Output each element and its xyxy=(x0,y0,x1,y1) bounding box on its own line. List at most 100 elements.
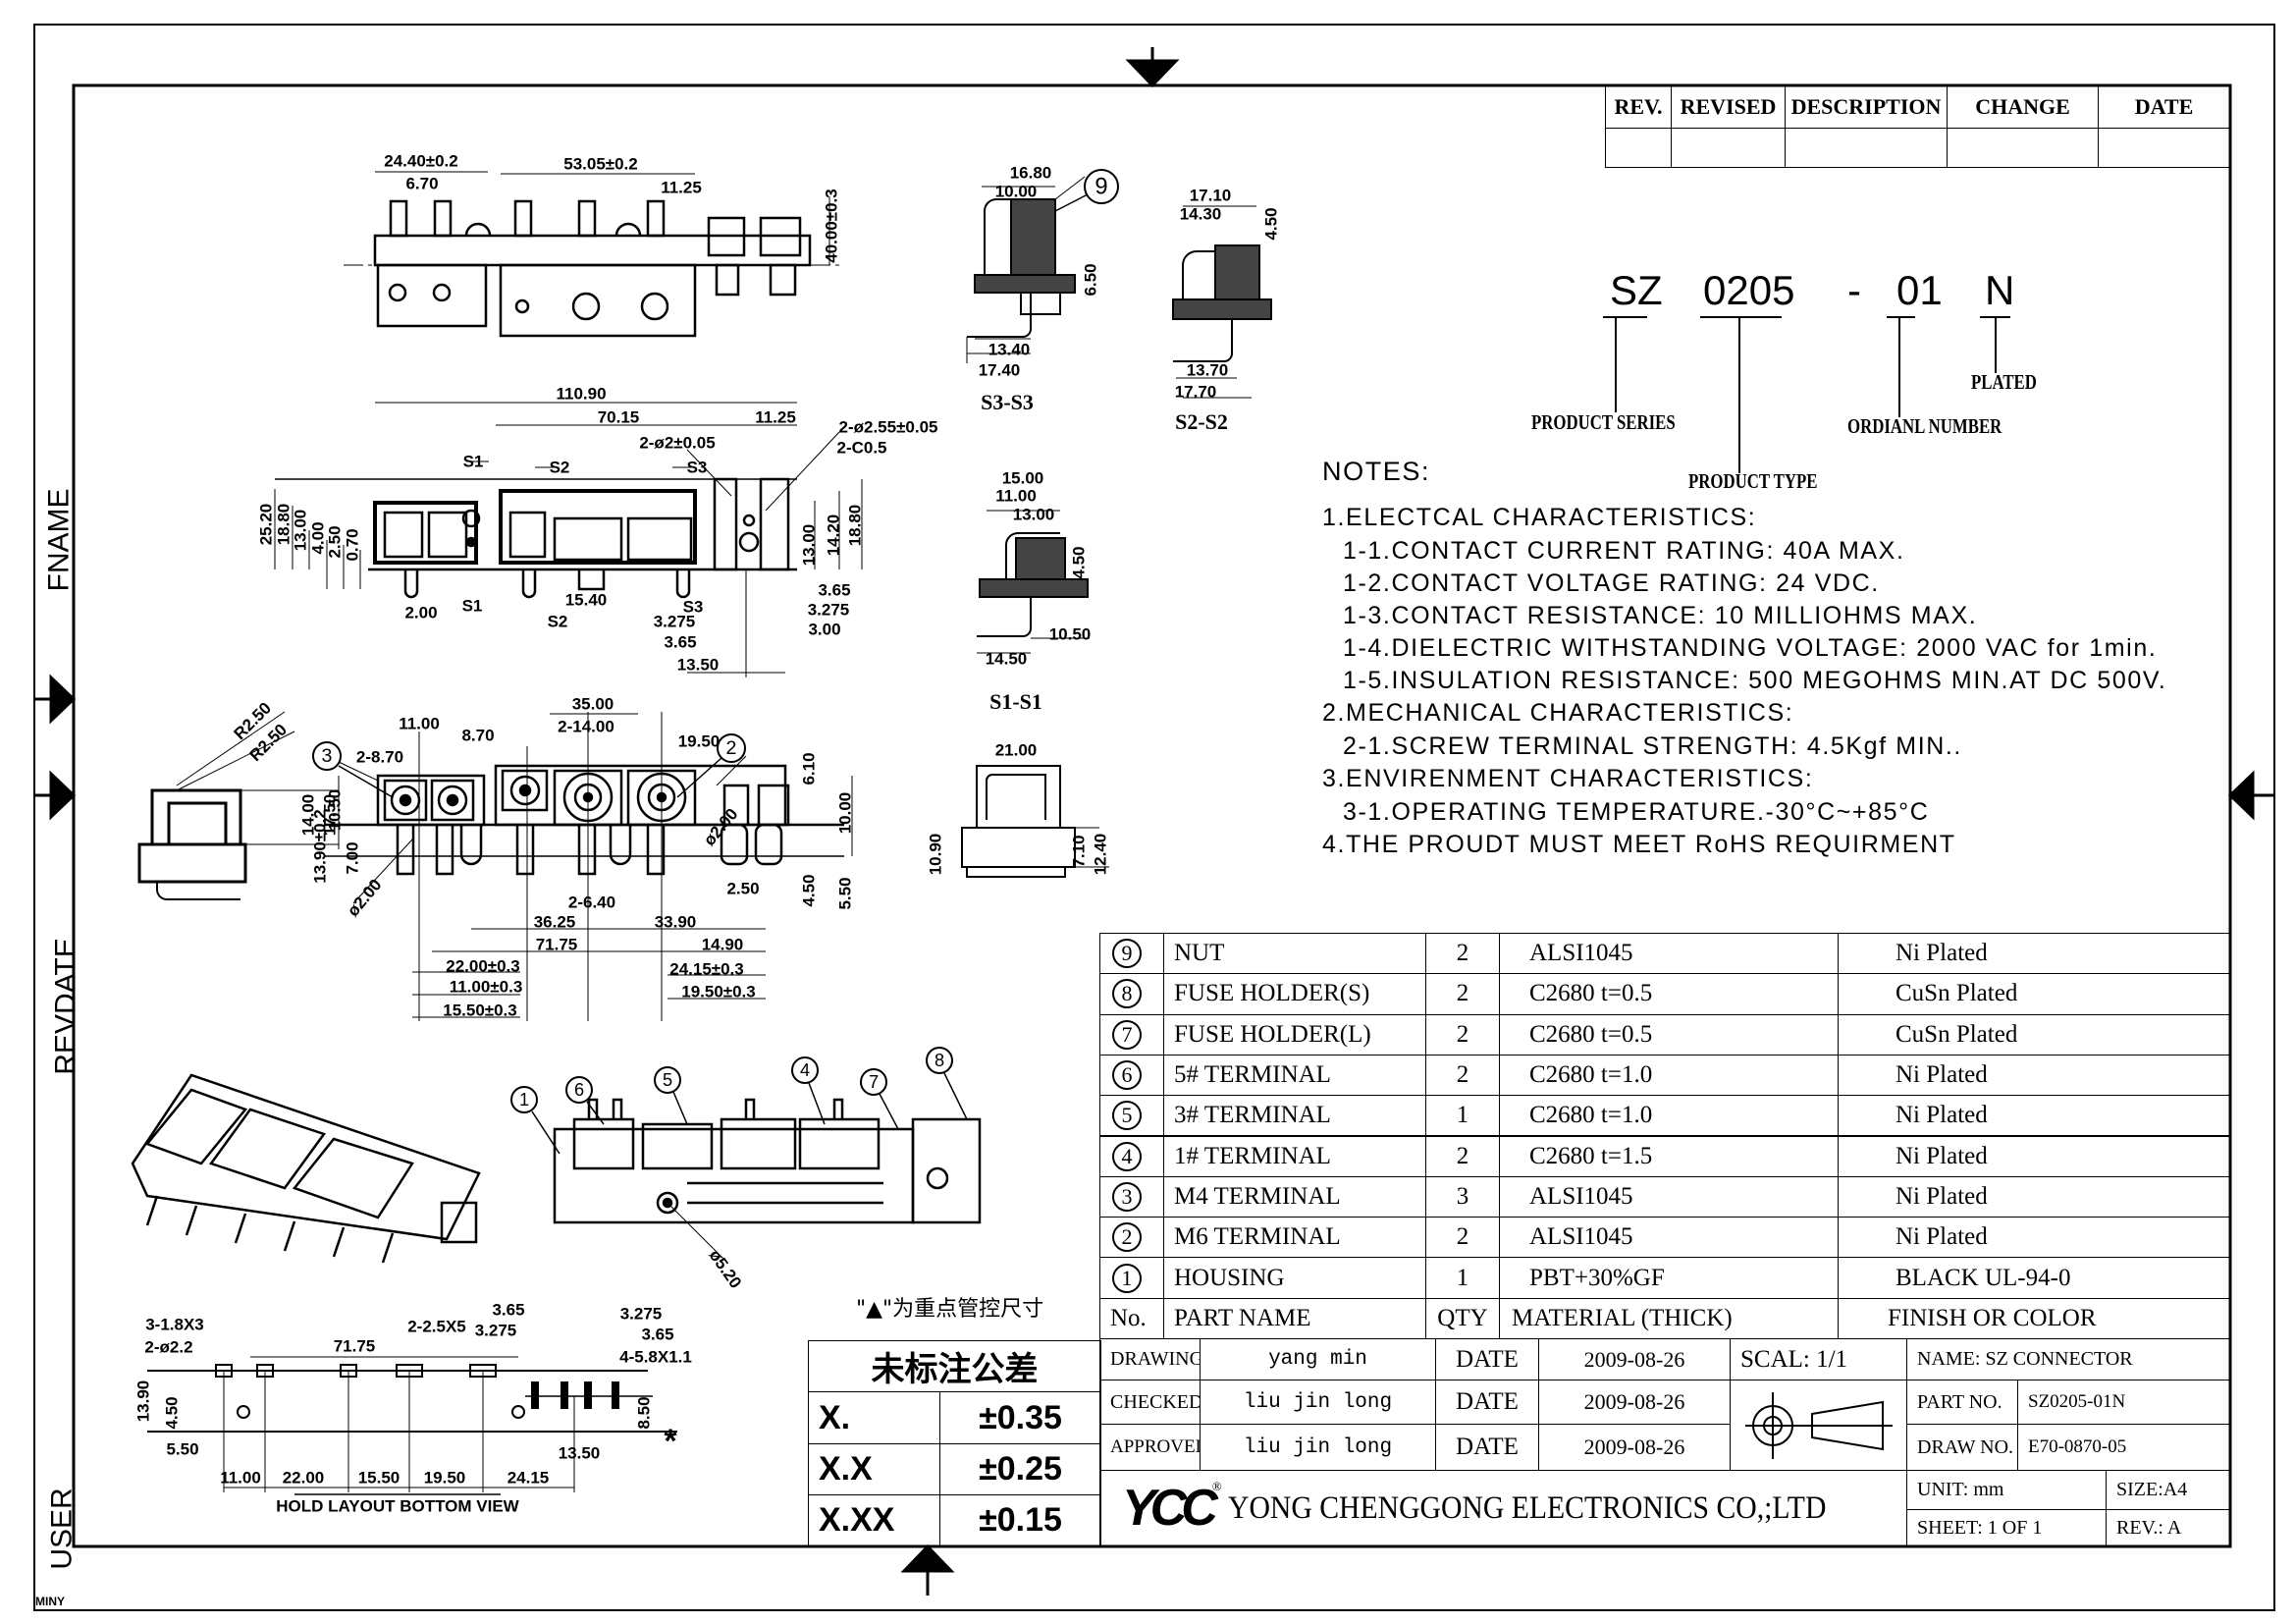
date-cell xyxy=(2098,128,2230,168)
dimension-label: 5.50 xyxy=(835,877,854,909)
dimension-label: 4.00 xyxy=(308,521,327,554)
dimension-label: 36.25 xyxy=(534,912,576,931)
dimension-label: 11.25 xyxy=(661,178,702,196)
dimension-label: 13.00 xyxy=(291,510,309,552)
terminal-view xyxy=(324,712,853,1021)
dimension-label: 4.50 xyxy=(1069,546,1088,578)
dimension-label: S3 xyxy=(683,597,704,616)
bom-qty: 2 xyxy=(1425,1013,1500,1056)
rev-header: REV. xyxy=(1605,85,1672,129)
dimension-label: 70.15 xyxy=(598,407,640,426)
section-s2 xyxy=(1172,205,1272,399)
approved-label: APPROVED xyxy=(1099,1424,1201,1471)
top-view xyxy=(344,171,844,338)
bom-finish: Ni Plated xyxy=(1838,1135,2231,1177)
dimension-label: 13.50 xyxy=(677,655,720,674)
dimension-label: 4.50 xyxy=(1261,207,1280,240)
dimension-label: 14.20 xyxy=(824,514,842,557)
bom-header-no: No. xyxy=(1099,1297,1164,1339)
tolerance-value: ±0.25 xyxy=(939,1443,1101,1495)
user-label: USER xyxy=(45,1488,79,1570)
note-item: 2-1.SCREW TERMINAL STRENGTH: 4.5Kgf MIN.… xyxy=(1343,732,1962,760)
change-header: CHANGE xyxy=(1947,85,2099,129)
code-type: 0205 xyxy=(1703,267,1795,313)
balloon-number: 5 xyxy=(663,1070,672,1090)
draw-no-label: DRAW NO. xyxy=(1906,1424,2018,1471)
projection-symbol xyxy=(1730,1380,1907,1471)
dimension-label: 13.00 xyxy=(799,524,818,567)
balloon-number: 7 xyxy=(869,1072,879,1092)
dimension-label: 10.50 xyxy=(325,789,344,832)
note-heading: 2.MECHANICAL CHARACTERISTICS: xyxy=(1322,699,1794,727)
item-balloon: 7 xyxy=(1112,1019,1142,1050)
bom-qty: 3 xyxy=(1425,1175,1500,1218)
dimension-label: 8.70 xyxy=(461,726,494,744)
code-leaders xyxy=(1603,316,2010,473)
item-balloon: 2 xyxy=(717,733,746,763)
dimension-label: 21.00 xyxy=(995,740,1038,759)
bom-material: ALSI1045 xyxy=(1499,1217,1839,1259)
item-balloon: 5 xyxy=(654,1066,681,1094)
arrow-left-icon xyxy=(2227,770,2274,821)
item-balloon: 4 xyxy=(791,1056,819,1084)
dimension-label: 3.275 xyxy=(620,1304,663,1323)
dimension-label: 3-1.8X3 xyxy=(145,1315,204,1333)
bom-qty: 2 xyxy=(1425,933,1500,975)
bom-qty: 2 xyxy=(1425,1054,1500,1097)
bom-finish: Ni Plated xyxy=(1838,1217,2231,1259)
dimension-label: 24.40±0.2 xyxy=(384,151,458,170)
code-ordinal: 01 xyxy=(1896,267,1943,313)
bom-material: C2680 t=0.5 xyxy=(1499,1013,1839,1056)
dimension-label: 2.50 xyxy=(726,879,759,897)
dimension-label: 17.50 xyxy=(320,794,339,837)
dimension-label: S2-S2 xyxy=(1175,409,1228,434)
dimension-label: 2.00 xyxy=(404,603,437,622)
note-item: 1-1.CONTACT CURRENT RATING: 40A MAX. xyxy=(1343,537,1905,565)
draw-no: E70-0870-05 xyxy=(2017,1424,2230,1471)
date-label: DATE xyxy=(1435,1380,1539,1425)
revdate-label: REVDATE xyxy=(49,938,82,1075)
bom-header-qty: QTY xyxy=(1425,1297,1500,1339)
drawing-name: yang min xyxy=(1200,1338,1436,1380)
tolerance-format: X.X xyxy=(808,1443,940,1495)
arrow-up-icon xyxy=(900,1543,955,1596)
bom-finish: BLACK UL-94-0 xyxy=(1838,1257,2231,1299)
bom-qty: 1 xyxy=(1425,1095,1500,1137)
balloon-number: 1 xyxy=(519,1090,529,1110)
dimension-label: 16.80 xyxy=(1010,163,1052,182)
dimension-label: 3.65 xyxy=(664,632,696,651)
dimension-label: 6.70 xyxy=(405,174,438,192)
dimension-label: 35.00 xyxy=(572,694,614,713)
bom-item-number: 9 xyxy=(1099,933,1164,975)
unit: UNIT: mm xyxy=(1906,1470,2107,1510)
dimension-label: 3.275 xyxy=(808,600,850,619)
balloon-number: 9 xyxy=(1095,173,1107,199)
item-balloon: 1 xyxy=(1112,1263,1142,1293)
bom-name: HOUSING xyxy=(1163,1257,1426,1299)
notes-title: NOTES: xyxy=(1322,457,1431,486)
note-item: 1-2.CONTACT VOLTAGE RATING: 24 VDC. xyxy=(1343,569,1880,597)
dimension-label: 10.50 xyxy=(1049,624,1092,643)
part-no: SZ0205-01N xyxy=(2017,1380,2230,1425)
dimension-label: 12.40 xyxy=(1091,834,1109,876)
company-logo: YCC xyxy=(1122,1480,1218,1537)
dimension-label: ø2.00 xyxy=(344,876,386,921)
dimension-label: 13.70 xyxy=(1187,360,1229,379)
dimension-label: 7.00 xyxy=(343,841,361,874)
dimension-label: 18.80 xyxy=(274,504,293,546)
dimension-label: 15.00 xyxy=(1002,468,1044,487)
dimension-label: 110.90 xyxy=(556,384,606,403)
dimension-label: 11.00 xyxy=(399,714,440,732)
dimension-label: 8.50 xyxy=(634,1396,653,1429)
approved-name: liu jin long xyxy=(1200,1424,1436,1471)
bom-finish: CuSn Plated xyxy=(1838,973,2231,1015)
dimension-label: HOLD LAYOUT BOTTOM VIEW xyxy=(276,1496,519,1515)
note-item: 3-1.OPERATING TEMPERATURE.-30°C~+85°C xyxy=(1343,798,1930,826)
bom-name: 1# TERMINAL xyxy=(1163,1135,1426,1177)
tolerance-format: X.XX xyxy=(808,1494,940,1546)
dimension-label: 6.50 xyxy=(1081,263,1099,296)
dimension-label: S1-S1 xyxy=(989,689,1042,714)
checked-date: 2009-08-26 xyxy=(1538,1380,1731,1425)
bom-item-number: 4 xyxy=(1099,1135,1164,1177)
